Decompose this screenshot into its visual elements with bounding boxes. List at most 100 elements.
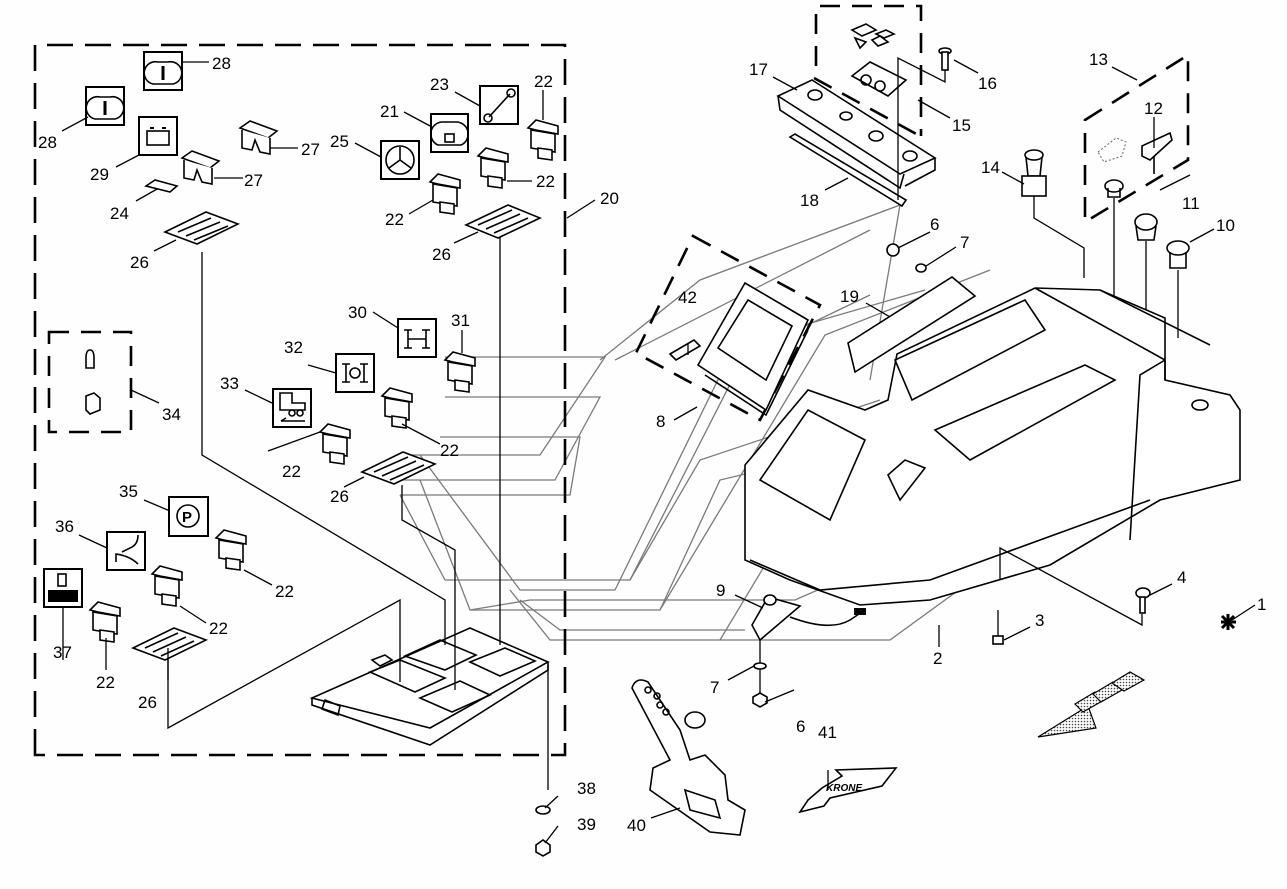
symbol-parking-brake: P xyxy=(168,496,209,537)
rocker-switches xyxy=(88,119,559,643)
callout-26: 26 xyxy=(130,253,149,272)
leader-lines xyxy=(61,59,1256,844)
ignition-lock xyxy=(1104,179,1124,298)
screw-16 xyxy=(897,47,952,200)
callout-14: 14 xyxy=(981,158,1000,177)
symbol-diff-lock xyxy=(397,318,437,358)
symbol-pickup xyxy=(43,568,83,608)
callout-labels: 1 2 3 4 6 6 7 7 8 9 10 11 12 13 14 15 16… xyxy=(38,50,1266,835)
callout-27: 27 xyxy=(301,140,320,159)
rotary-knob xyxy=(1134,213,1158,318)
hinge-set-frame-base xyxy=(813,76,921,138)
callout-16: 16 xyxy=(978,74,997,93)
rocker-switch xyxy=(380,387,413,429)
callout-24: 24 xyxy=(110,204,129,223)
rocker-switch xyxy=(88,601,121,643)
symbol-seat xyxy=(106,531,146,571)
symbol-lock-2 xyxy=(429,113,470,153)
terminal-display-frame xyxy=(634,234,822,422)
brand-decal-text: KRONE xyxy=(826,783,862,794)
rocker-switch xyxy=(214,529,247,571)
console-housing xyxy=(744,287,1241,606)
svg-text:P: P xyxy=(182,509,192,526)
callout-17: 17 xyxy=(749,60,768,79)
clip-nut xyxy=(992,610,1004,645)
washer-7-top xyxy=(915,263,927,273)
callout-9: 9 xyxy=(716,581,725,600)
fastener xyxy=(668,338,702,362)
callout-22: 22 xyxy=(536,172,555,191)
ignition-switch-set-frame xyxy=(1083,52,1190,225)
hinge-pads xyxy=(850,23,896,50)
rocker-switch xyxy=(526,119,559,161)
callout-8: 8 xyxy=(656,412,665,431)
callout-32: 32 xyxy=(284,338,303,357)
callout-12: 12 xyxy=(1144,99,1163,118)
callout-36: 36 xyxy=(55,517,74,536)
callout-26: 26 xyxy=(330,487,349,506)
cap xyxy=(1166,240,1190,338)
switch-board xyxy=(309,627,550,746)
callout-22: 22 xyxy=(275,582,294,601)
rocker-switch xyxy=(318,423,351,465)
label-plate xyxy=(144,179,179,193)
hinge xyxy=(850,61,908,97)
callout-3: 3 xyxy=(1035,611,1044,630)
callout-27: 27 xyxy=(244,171,263,190)
nut-39 xyxy=(535,839,551,857)
rocker-switch xyxy=(150,565,183,607)
callout-39: 39 xyxy=(577,815,596,834)
callout-21: 21 xyxy=(380,102,399,121)
bracket-with-connector xyxy=(751,594,866,708)
switch-frame xyxy=(162,211,241,245)
callout-19: 19 xyxy=(840,287,859,306)
switch-panel-plate xyxy=(847,276,977,374)
callout-22: 22 xyxy=(282,462,301,481)
callout-25: 25 xyxy=(330,132,349,151)
callout-20: 20 xyxy=(600,189,619,208)
cover-plate xyxy=(776,79,937,190)
rocker-switch xyxy=(443,351,476,393)
callout-33: 33 xyxy=(220,374,239,393)
hinge-set-frame xyxy=(814,4,923,136)
callout-6-top: 6 xyxy=(930,215,939,234)
callout-31: 31 xyxy=(451,311,470,330)
symbol-steering xyxy=(380,140,420,180)
switch-frame xyxy=(130,627,209,661)
switch-frame xyxy=(464,204,542,239)
callout-26: 26 xyxy=(138,693,157,712)
callout-7-bottom: 7 xyxy=(710,678,719,697)
switch-frame xyxy=(359,451,438,485)
callout-22: 22 xyxy=(440,441,459,460)
callout-30: 30 xyxy=(348,303,367,322)
callout-22: 22 xyxy=(209,619,228,638)
ignition-key xyxy=(1141,131,1173,174)
callout-42: 42 xyxy=(678,288,697,307)
callout-22: 22 xyxy=(534,72,553,91)
callout-28: 28 xyxy=(38,133,57,152)
strip xyxy=(788,133,908,208)
callout-18: 18 xyxy=(800,191,819,210)
callout-15: 15 xyxy=(952,116,971,135)
callout-11: 11 xyxy=(1182,194,1200,213)
callout-1: 1 xyxy=(1257,595,1266,614)
callout-35: 35 xyxy=(119,482,138,501)
symbol-wrench xyxy=(479,85,519,125)
emergency-stop-switch xyxy=(1021,149,1085,278)
washer-38 xyxy=(535,805,551,815)
terminal-display xyxy=(696,281,810,417)
callout-4: 4 xyxy=(1177,568,1186,587)
blank-plug-2 xyxy=(180,150,221,185)
callout-26: 26 xyxy=(432,245,451,264)
callout-7-top: 7 xyxy=(960,233,969,252)
callout-22: 22 xyxy=(96,673,115,692)
symbol-axle xyxy=(335,353,375,393)
callout-22: 22 xyxy=(385,210,404,229)
joystick xyxy=(631,679,746,836)
symbol-battery xyxy=(138,116,178,156)
direction-arrow xyxy=(1037,671,1146,738)
callout-2: 2 xyxy=(933,649,942,668)
callout-10: 10 xyxy=(1216,216,1235,235)
